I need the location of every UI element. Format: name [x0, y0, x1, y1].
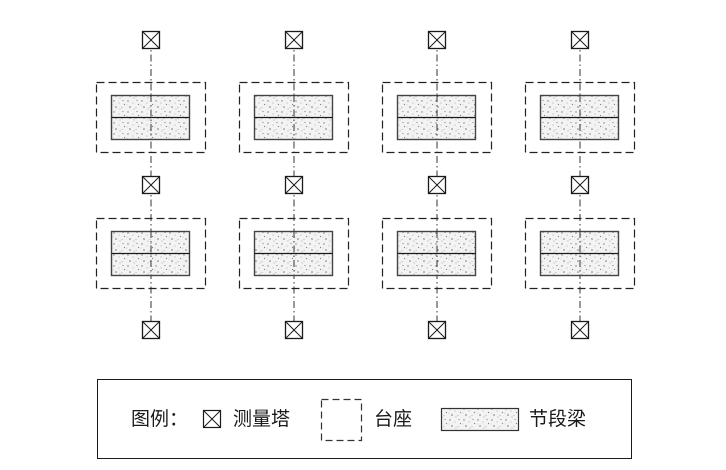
survey-tower-icon	[284, 175, 304, 195]
pedestal	[524, 81, 636, 154]
segment-beam	[396, 94, 477, 141]
diagram-column-4	[524, 30, 636, 340]
segment-beam	[253, 94, 334, 141]
legend-title: 图例：	[131, 408, 189, 430]
legend-label-segment-beam: 节段梁	[529, 408, 587, 430]
segment-beam	[110, 94, 191, 141]
segment-beam	[539, 230, 620, 277]
pedestal	[381, 217, 493, 290]
diagram-column-2	[238, 30, 350, 340]
survey-tower-icon	[427, 175, 447, 195]
pedestal	[95, 217, 207, 290]
legend-survey-tower-icon	[202, 409, 222, 429]
survey-tower-icon	[141, 320, 161, 340]
pedestal	[381, 81, 493, 154]
legend-label-pedestal: 台座	[374, 408, 413, 430]
diagram-column-1	[95, 30, 207, 340]
survey-tower-icon	[141, 30, 161, 50]
legend-label-survey-tower: 测量塔	[233, 408, 291, 430]
pedestal	[524, 217, 636, 290]
segment-beam	[539, 94, 620, 141]
survey-tower-icon	[570, 175, 590, 195]
legend-box	[97, 379, 632, 459]
pedestal	[238, 217, 350, 290]
survey-tower-icon	[141, 175, 161, 195]
pedestal	[238, 81, 350, 154]
segment-beam	[110, 230, 191, 277]
survey-tower-icon	[284, 320, 304, 340]
diagram-column-3	[381, 30, 493, 340]
legend-pedestal-icon	[320, 398, 363, 442]
pedestal	[95, 81, 207, 154]
survey-tower-icon	[427, 320, 447, 340]
segment-beam	[396, 230, 477, 277]
segment-beam	[253, 230, 334, 277]
legend-segment-beam-icon	[440, 407, 520, 432]
survey-tower-icon	[570, 320, 590, 340]
survey-tower-icon	[284, 30, 304, 50]
survey-tower-icon	[427, 30, 447, 50]
survey-tower-icon	[570, 30, 590, 50]
